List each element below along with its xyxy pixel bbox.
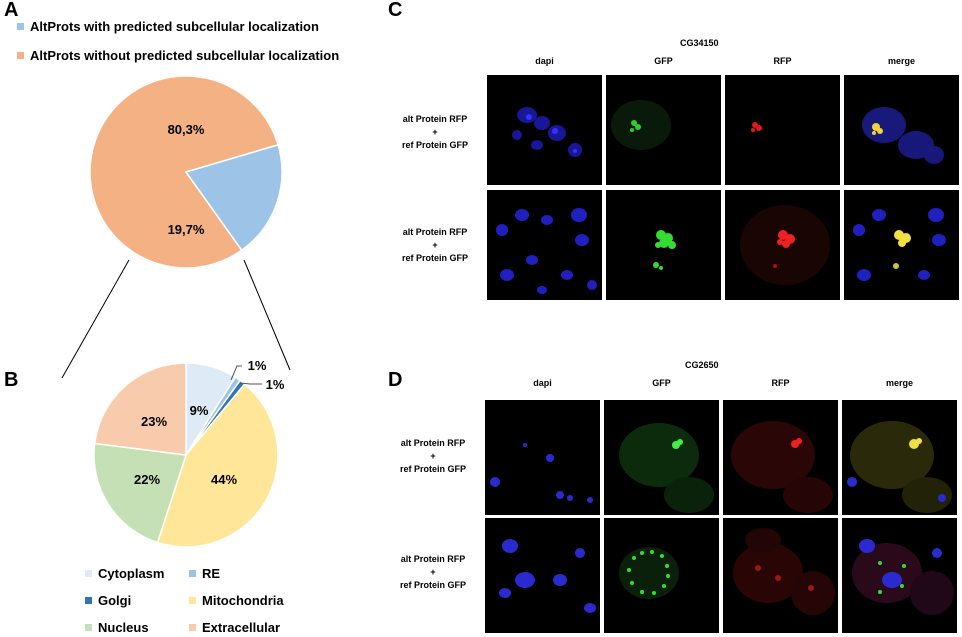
legend-swatch: [189, 597, 196, 604]
row-label: alt Protein RFP + ref Protein GFP: [385, 226, 485, 265]
zoom-connector-left: [61, 259, 130, 379]
panel-label-d: D: [388, 369, 403, 391]
row-label-line: ref Protein GFP: [399, 580, 466, 590]
legend-swatch: [189, 624, 196, 631]
row-label-line: ref Protein GFP: [401, 140, 468, 150]
row-label-line: ref Protein GFP: [399, 464, 466, 474]
column-header-gfp: GFP: [652, 378, 671, 388]
column-header-gfp: GFP: [654, 56, 673, 66]
legend-swatch: [189, 570, 196, 577]
micrograph-c-row1-dapi: [487, 75, 602, 185]
micrograph-c-row2-rfp: [725, 190, 840, 300]
pie-data-label: 1%: [266, 377, 285, 392]
column-header-dapi: dapi: [535, 56, 554, 66]
legend-label: RE: [202, 566, 221, 581]
micrograph-c-row2-dapi: [487, 190, 602, 300]
pie-data-label: 44%: [211, 472, 237, 487]
legend-label: Golgi: [98, 593, 132, 608]
micrograph-d-row1-rfp: [723, 400, 838, 515]
row-label: alt Protein RFP + ref Protein GFP: [383, 437, 483, 476]
row-label-line: alt Protein RFP: [400, 438, 466, 448]
pie-data-label: 22%: [134, 472, 160, 487]
pie-slice-altprots-with-predicted-subcellular-localization: [184, 143, 283, 252]
row-label-line: ref Protein GFP: [401, 253, 468, 263]
legend-item-nucleus: Nucleus: [85, 620, 149, 635]
legend-label: Nucleus: [98, 620, 149, 635]
pie-chart-b: 9% 1% 1% 44% 22% 23%: [93, 358, 285, 548]
legend-label: Extracellular: [202, 620, 281, 635]
gene-name-d: CG2650: [685, 360, 719, 370]
legend-swatch: [85, 597, 92, 604]
pie-slice-mitochondria: [156, 383, 279, 548]
pie-data-label: 1%: [248, 358, 267, 373]
legend-item-extracellular: Extracellular: [189, 620, 280, 635]
row-label-line: alt Protein RFP: [402, 227, 468, 237]
legend-item-mitochondria: Mitochondria: [189, 593, 284, 608]
row-label: alt Protein RFP + ref Protein GFP: [385, 113, 485, 152]
column-header-rfp: RFP: [771, 378, 790, 388]
legend-item-re: RE: [189, 566, 220, 581]
column-header-rfp: RFP: [773, 56, 792, 66]
legend-swatch: [17, 52, 24, 59]
micrograph-d-row1-gfp: [604, 400, 719, 515]
column-header-dapi: dapi: [533, 378, 552, 388]
micrograph-c-row2-merge: [844, 190, 959, 300]
legend-item-cytoplasm: Cytoplasm: [85, 566, 164, 581]
leader-line-re: [230, 365, 242, 381]
legend-item-golgi: Golgi: [85, 593, 131, 608]
column-header-merge: merge: [887, 56, 915, 66]
zoom-connector-right: [243, 259, 291, 371]
micrograph-c-row1-rfp: [725, 75, 840, 185]
micrograph-d-row2-dapi: [485, 518, 600, 633]
gene-name-c: CG34150: [680, 38, 719, 48]
panel-label-c: C: [388, 0, 403, 21]
legend-swatch: [17, 23, 24, 30]
micrograph-c-row1-gfp: [606, 75, 721, 185]
pie-data-label: 80,3%: [168, 122, 205, 137]
row-label-line: +: [432, 240, 438, 250]
row-label-line: alt Protein RFP: [400, 554, 466, 564]
column-header-merge: merge: [885, 378, 913, 388]
legend-swatch: [85, 570, 92, 577]
legend-swatch: [85, 624, 92, 631]
micrograph-d-row1-dapi: [485, 400, 600, 515]
micrograph-d-row2-gfp: [604, 518, 719, 633]
row-label-line: +: [432, 127, 438, 137]
panel-label-b: B: [4, 369, 19, 391]
micrograph-c-row2-gfp: [606, 190, 721, 300]
legend-item-without-localization: AltProts without predicted subcellular l…: [17, 48, 339, 63]
pie-chart-a: 80,3% 19,7%: [89, 75, 283, 269]
row-label-line: alt Protein RFP: [402, 114, 468, 124]
legend-label: AltProts without predicted subcellular l…: [30, 48, 340, 63]
micrograph-d-row1-merge: [842, 400, 957, 515]
leader-line-golgi: [239, 382, 262, 385]
legend-label: Mitochondria: [202, 593, 284, 608]
legend-item-with-localization: AltProts with predicted subcellular loca…: [17, 19, 319, 34]
pie-data-label: 19,7%: [168, 222, 205, 237]
pie-data-label: 23%: [141, 414, 167, 429]
row-label-line: +: [430, 451, 436, 461]
legend-label: AltProts with predicted subcellular loca…: [30, 19, 319, 34]
pie-data-label: 9%: [190, 403, 209, 418]
legend-label: Cytoplasm: [98, 566, 165, 581]
micrograph-d-row2-merge: [842, 518, 957, 633]
pie-slice-nucleus: [93, 442, 187, 544]
pie-slice-altprots-without-predicted-subcellular-localization: [89, 75, 280, 269]
micrograph-c-row1-merge: [844, 75, 959, 185]
pie-charts-figure: 80,3% 19,7% 9% 1% 1% 44% 22% 23%: [61, 75, 291, 548]
pie-slice-extracellular: [93, 362, 187, 456]
panel-label-a: A: [4, 0, 19, 21]
micrograph-d-row2-rfp: [723, 518, 838, 633]
row-label: alt Protein RFP + ref Protein GFP: [383, 553, 483, 592]
row-label-line: +: [430, 567, 436, 577]
